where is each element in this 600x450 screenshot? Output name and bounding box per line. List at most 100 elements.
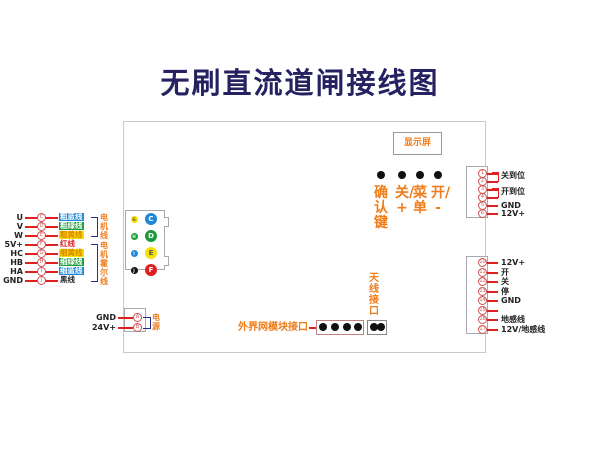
confirm-button-label: 确认键 <box>374 185 388 231</box>
terminal-label: 停 <box>501 287 509 296</box>
wire-pin-letter: F <box>37 240 46 249</box>
antenna-pin-2 <box>377 323 385 331</box>
terminal-label: 关 <box>501 277 509 286</box>
terminal-pin-12: 12 <box>478 277 487 286</box>
network-pin-4 <box>354 323 362 331</box>
hall-wire-bracket <box>91 244 98 282</box>
wire-signal-label: HC <box>10 249 23 258</box>
motor-pin-letter: C <box>148 215 154 223</box>
terminal-pin-14: 14 <box>478 296 487 305</box>
terminal-wire <box>487 205 498 207</box>
open-minus-button-label: 开/- <box>431 185 451 216</box>
wire-pin-letter: D <box>37 222 46 231</box>
power-group-label: 电源 <box>152 313 160 331</box>
terminal-wire <box>487 272 498 274</box>
motor-pin-i: I <box>130 249 138 257</box>
power-pin-a: A <box>133 313 142 322</box>
wire-pin-letter: J <box>37 276 46 285</box>
antenna-port-label: 天线接口 <box>369 273 379 317</box>
motor-pin-c: C <box>145 213 157 225</box>
terminal-pin-6: 6 <box>478 209 487 218</box>
network-port-label: 外界网模块接口 <box>238 322 308 333</box>
power-24v-label: 24V+ <box>91 323 116 332</box>
wire-color-label: 粗蓝线 <box>59 212 84 221</box>
motor-pin-letter: G <box>132 216 136 222</box>
terminal-label: 12V+ <box>501 258 526 267</box>
terminal-label: GND <box>501 201 521 210</box>
power-bracket <box>143 317 151 329</box>
terminal-pin-16: 16 <box>478 315 487 324</box>
wire-pin-letter: H <box>37 258 46 267</box>
motor-pin-letter: H <box>132 233 136 239</box>
motor-pin-letter: E <box>148 249 154 257</box>
motor-pin-j: J <box>130 266 138 274</box>
motor-pin-letter: I <box>133 250 135 256</box>
motor-connector-latch-top <box>164 217 169 227</box>
network-pin-2 <box>331 323 339 331</box>
terminal-pin-17: 17 <box>478 325 487 334</box>
wire-pin-letter: C <box>37 213 46 222</box>
wire-color-label: 红线 <box>60 239 75 248</box>
terminal-wire <box>487 213 498 215</box>
terminal-wire <box>487 262 498 264</box>
close-plus-button[interactable] <box>398 171 406 179</box>
terminal-wire <box>487 281 498 283</box>
wire-pin-letter: G <box>37 249 46 258</box>
network-pin-3 <box>343 323 351 331</box>
motor-pin-e: E <box>145 247 157 259</box>
open-minus-button[interactable] <box>434 171 442 179</box>
close-limit-label: 关到位 <box>501 171 525 180</box>
menu-button[interactable] <box>416 171 424 179</box>
motor-pin-letter: J <box>133 267 135 273</box>
wire-color-label: 细黄线 <box>59 248 84 257</box>
terminal-label: 12V/地感线 <box>501 325 546 334</box>
motor-pin-letter: D <box>148 232 154 240</box>
wire-signal-label: W <box>14 231 23 240</box>
wire-color-label: 黑线 <box>60 275 75 284</box>
wire-pin-letter: E <box>37 231 46 240</box>
hall-wire-group-label: 电机霍尔线 <box>100 241 108 286</box>
wire-color-label: 细绿线 <box>59 257 84 266</box>
motor-pin-d: D <box>145 230 157 242</box>
wire-color-label: 粗黄线 <box>59 230 84 239</box>
menu-button-label: 菜单 <box>413 185 427 216</box>
terminal-pin-13: 13 <box>478 287 487 296</box>
terminal-wire <box>487 173 498 175</box>
network-pin-1 <box>319 323 327 331</box>
power-pin-b: B <box>133 323 142 332</box>
terminal-wire <box>487 291 498 293</box>
wire-signal-label: GND <box>3 276 23 285</box>
motor-wire-group-label: 电机线 <box>100 213 108 240</box>
power-24v-wire <box>118 327 133 329</box>
terminal-pin-15: 15 <box>478 306 487 315</box>
wire-color-label: 细蓝线 <box>59 266 84 275</box>
display-label: 显示屏 <box>403 138 431 148</box>
open-limit-label: 开到位 <box>501 187 525 196</box>
motor-pin-f: F <box>145 264 157 276</box>
terminal-wire <box>487 329 498 331</box>
wire-signal-label: V <box>16 222 23 231</box>
wire-signal-label: HB <box>10 258 23 267</box>
power-gnd-label: GND <box>96 313 116 322</box>
display-screen: 显示屏 <box>393 132 442 155</box>
motor-pin-h: H <box>130 232 138 240</box>
power-gnd-wire <box>118 317 133 319</box>
terminal-wire <box>487 310 498 312</box>
terminal-label: 12V+ <box>501 209 526 218</box>
terminal-pin-11: 11 <box>478 268 487 277</box>
antenna-pin-1 <box>370 323 378 331</box>
wire-signal-label: U <box>16 213 24 222</box>
terminal-wire <box>487 319 498 321</box>
motor-wire-bracket <box>91 217 98 237</box>
close-plus-button-label: 关/+ <box>395 185 415 216</box>
terminal-wire <box>487 300 498 302</box>
network-port[interactable] <box>316 320 364 335</box>
wire-pin-letter: I <box>37 267 46 276</box>
terminal-label: 地感线 <box>501 315 525 324</box>
controller-board <box>123 121 486 353</box>
confirm-button[interactable] <box>377 171 385 179</box>
terminal-pin-10: 10 <box>478 258 487 267</box>
motor-pin-letter: F <box>148 266 154 274</box>
wire-color-label: 粗绿线 <box>59 221 84 230</box>
terminal-wire <box>487 189 498 191</box>
